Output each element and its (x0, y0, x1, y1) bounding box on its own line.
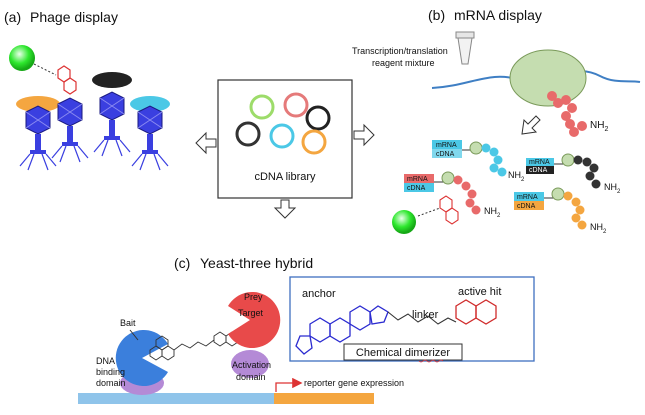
svg-text:NH2: NH2 (590, 222, 607, 235)
reporter-arrow (275, 377, 303, 392)
plasmid-6 (301, 129, 327, 155)
dna-bar-blue (78, 393, 274, 404)
dna-bar-reporter (274, 393, 374, 404)
mrna-complex-red: mRNA cDNA NH2 (392, 171, 501, 234)
plasmid-2 (283, 92, 309, 118)
reagent-line-2: reagent mixture (372, 58, 435, 68)
arrow-diagonal (521, 115, 541, 135)
svg-text:cDNA: cDNA (529, 167, 548, 174)
svg-text:mRNA: mRNA (436, 142, 457, 149)
mrna-complex-cyan: mRNA cDNA NH2 (432, 140, 525, 183)
arrow-right (353, 123, 375, 147)
ribosome (509, 49, 587, 107)
plasmid-1 (249, 94, 275, 120)
reagent-tube-icon (455, 31, 475, 65)
panel-c-title: Yeast-three hybrid (200, 255, 313, 271)
prey-label: Prey (244, 292, 263, 302)
target-label: Target (238, 308, 264, 318)
phage-4 (130, 96, 170, 171)
mrna-complex-black: mRNA cDNA NH2 (526, 153, 621, 195)
svg-text:cDNA: cDNA (436, 151, 455, 158)
plasmid-3 (305, 105, 331, 131)
svg-text:cDNA: cDNA (407, 185, 426, 192)
arrow-down (273, 199, 297, 219)
nh2-1: NH2 (590, 120, 608, 133)
svg-text:NH2: NH2 (604, 182, 621, 195)
linker-chain (387, 311, 457, 325)
panel-c: (c) Yeast-three hybrid Bait Prey Target … (78, 255, 404, 404)
panel-b-letter: (b) (428, 7, 445, 23)
target-ball (9, 45, 35, 71)
plasmid-4 (235, 121, 261, 147)
linker-label: linker (412, 309, 439, 321)
cdna-library-label: cDNA library (254, 171, 316, 183)
activation-domain (231, 350, 269, 378)
bait-label: Bait (120, 318, 136, 328)
active-hit-label: active hit (458, 286, 501, 298)
panel-a: (a) Phage display (4, 9, 170, 171)
panel-b: (b) mRNA display Transcription/translati… (352, 7, 641, 235)
panel-a-letter: (a) (4, 9, 21, 25)
svg-text:NH2: NH2 (484, 206, 501, 219)
dimerizer-caption: Chemical dimerizer (356, 347, 450, 359)
arrow-left (195, 131, 217, 155)
activation-label-2: domain (236, 372, 266, 382)
mrna-complex-orange: mRNA cDNA NH2 (514, 187, 607, 235)
dna-binding-label-3: domain (96, 378, 126, 388)
dimerizer-inset: anchor linker active hit Chemical dimeri… (289, 276, 535, 363)
reagent-line-1: Transcription/translation (352, 46, 448, 56)
active-hit-structure (455, 299, 497, 325)
target-ball-b (392, 210, 416, 234)
svg-text:mRNA: mRNA (517, 194, 538, 201)
panel-b-title: mRNA display (454, 7, 542, 23)
phage-2 (51, 97, 89, 163)
panel-a-title: Phage display (30, 9, 118, 25)
cdna-library-box: cDNA library (217, 79, 353, 199)
panel-c-letter: (c) (174, 255, 190, 271)
svg-text:mRNA: mRNA (529, 159, 550, 166)
phage-3 (92, 72, 132, 157)
peptide-chain (547, 91, 587, 137)
phage-1 (16, 96, 60, 171)
prey-protein (228, 292, 281, 349)
reporter-label: reporter gene expression (304, 378, 404, 388)
anchor-label: anchor (302, 288, 336, 300)
dna-binding-label-2: binding (96, 367, 125, 377)
svg-text:mRNA: mRNA (407, 176, 428, 183)
bait-protein (115, 330, 168, 387)
anchor-structure (295, 305, 389, 355)
activation-label-1: Activation (232, 360, 271, 370)
svg-text:NH2: NH2 (508, 170, 525, 183)
svg-text:cDNA: cDNA (517, 203, 536, 210)
dna-binding-label-1: DNA (96, 356, 115, 366)
plasmid-5 (269, 123, 295, 149)
